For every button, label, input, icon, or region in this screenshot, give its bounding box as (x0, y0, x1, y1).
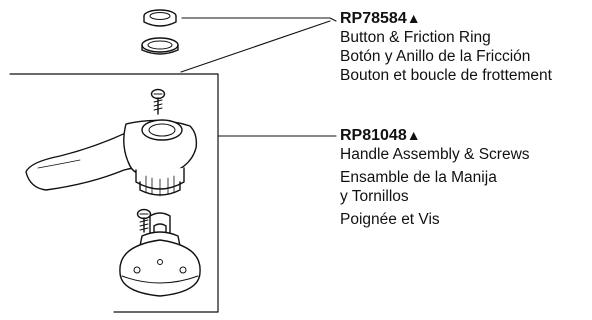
valve-base-drawing (119, 212, 201, 297)
description-es-line1: Ensamble de la Manija (340, 169, 497, 186)
lower-screw-drawing (136, 208, 152, 233)
part-number-text: RP78584 (340, 10, 407, 27)
friction-ring-drawing (141, 37, 179, 55)
upper-screw-drawing (150, 88, 166, 115)
description-es: Botón y Anillo de la Fricción (340, 48, 531, 65)
triangle-mark-icon: ▲ (406, 127, 421, 143)
part-number-text: RP81048 (340, 127, 407, 144)
leader-line-rp78584-ring (180, 20, 331, 73)
handle-lever-drawing (25, 119, 198, 197)
part-number-rp81048: RP81048▲ (340, 126, 530, 145)
description-fr: Bouton et boucle de frottement (340, 67, 552, 84)
description-en: Button & Friction Ring (340, 29, 491, 46)
callout-rp81048: RP81048▲ Handle Assembly & Screws Ensamb… (340, 126, 530, 229)
description-fr: Poignée et Vis (340, 211, 440, 228)
triangle-mark-icon: ▲ (406, 10, 421, 26)
part-number-rp78584: RP78584▲ (340, 9, 552, 28)
assembly-bracket (9, 73, 219, 313)
description-es-line2: y Tornillos (340, 188, 409, 205)
description-en: Handle Assembly & Screws (340, 146, 530, 163)
button-cap-drawing (143, 9, 177, 27)
callout-rp78584: RP78584▲ Button & Friction Ring Botón y … (340, 9, 552, 85)
